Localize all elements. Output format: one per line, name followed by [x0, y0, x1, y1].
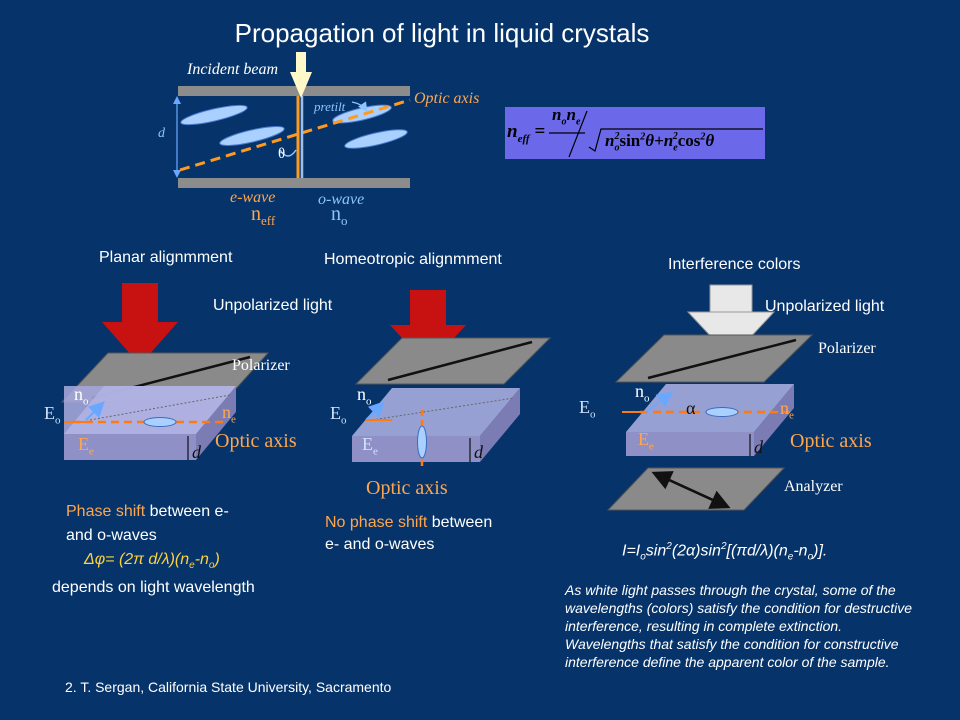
interf-n-e: ne: [780, 398, 794, 422]
n-eff-label: neff: [251, 203, 276, 228]
planar-phase-shift-text: Phase shift between e- and o-waves: [66, 503, 229, 544]
planar-heading: Planar alignmment: [99, 249, 233, 266]
optic-axis-line: [179, 98, 411, 172]
analyzer-label: Analyzer: [784, 478, 843, 495]
interference-paragraph: As white light passes through the crysta…: [565, 582, 913, 670]
interference-unpolarized-label: Unpolarized light: [765, 298, 885, 315]
unpolarized-arrow: [410, 290, 446, 328]
planar-E-o: Eo: [44, 403, 61, 427]
lc-slab: [352, 388, 520, 436]
homeotropic-diagram: [352, 290, 552, 470]
planar-n-o: no: [74, 384, 89, 408]
alpha-label: α: [686, 398, 696, 418]
polarizer-plate: [614, 334, 814, 383]
incident-arrow: [296, 52, 306, 74]
delta-phi-formula: Δφ= (2π d/λ)(ne-no): [84, 551, 220, 572]
optic-axis-label: Optic axis: [414, 90, 480, 107]
lc-molecule: [219, 126, 285, 146]
bottom-substrate: [178, 178, 410, 188]
interference-diagram: [606, 284, 814, 511]
theta-label: θ: [278, 146, 286, 162]
lc-molecule: [705, 407, 739, 417]
depends-text: depends on light wavelength: [52, 579, 255, 596]
homeo-n-o: no: [357, 384, 372, 408]
lc-molecule: [417, 425, 427, 459]
pretilt-label: pretilt: [314, 99, 346, 114]
unpolarized-arrow: [709, 284, 753, 316]
planar-polarizer-label: Polarizer: [232, 357, 290, 374]
interf-E-e: Ee: [638, 429, 654, 453]
interference-heading: Interference colors: [668, 256, 801, 273]
interf-n-o: no: [635, 381, 650, 405]
homeo-optic-axis: Optic axis: [366, 477, 448, 499]
page-title: Propagation of light in liquid crystals: [234, 18, 650, 48]
lc-molecule: [143, 417, 177, 427]
o-wave-label: o-wave: [318, 191, 365, 208]
n-eff-formula: neff = none no2sin2θ+ne2cos2θ: [505, 105, 765, 159]
footer-credit: 2. T. Sergan, California State Universit…: [65, 679, 392, 695]
analyzer-plate: [606, 467, 786, 511]
interf-optic-axis: Optic axis: [790, 430, 872, 452]
planar-optic-axis: Optic axis: [215, 430, 297, 452]
planar-n-e: ne: [222, 402, 236, 426]
interf-E-o: Eo: [579, 397, 596, 421]
interf-d: d: [754, 437, 763, 457]
top-cell: [173, 52, 411, 188]
n-o-label: no: [331, 203, 348, 228]
incident-beam-label: Incident beam: [187, 61, 279, 78]
d-label: d: [158, 126, 165, 141]
planar-unpolarized-label: Unpolarized light: [213, 297, 333, 314]
top-substrate: [178, 86, 410, 96]
homeo-d: d: [474, 442, 483, 462]
homeo-E-e: Ee: [362, 434, 378, 458]
planar-diagram: [60, 283, 270, 460]
lc-molecule: [344, 129, 408, 149]
e-wave-label: e-wave: [230, 189, 276, 206]
intensity-formula: I=Iosin2(2α)sin2[(πd/λ)(ne-no)].: [622, 541, 828, 563]
unpolarized-arrow: [122, 283, 158, 325]
lc-molecule: [180, 104, 248, 126]
homeo-E-o: Eo: [330, 403, 347, 427]
planar-d: d: [192, 442, 201, 462]
homeotropic-heading: Homeotropic alignmment: [324, 251, 502, 268]
planar-E-e: Ee: [78, 434, 94, 458]
no-phase-shift-text: No phase shift between e- and o-waves: [325, 514, 493, 553]
interference-polarizer-label: Polarizer: [818, 340, 876, 357]
